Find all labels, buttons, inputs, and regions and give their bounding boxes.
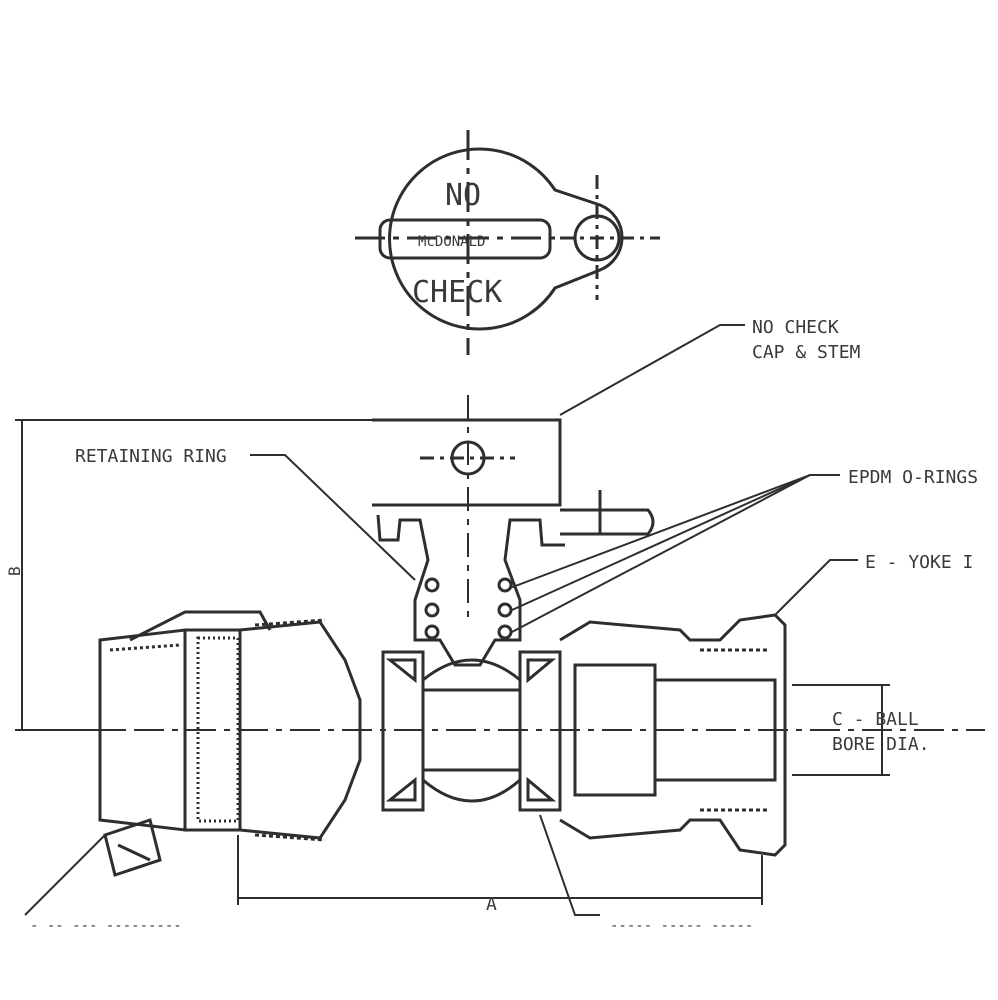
dimension-a-label: A (486, 894, 497, 915)
callout-bottom-right-partial: ----- ----- ----- (610, 918, 753, 934)
callout-retaining-ring: RETAINING RING (75, 446, 227, 467)
callout-ball-bore-line2: BORE DIA. (832, 734, 930, 755)
top-view (355, 130, 660, 355)
callout-ball-bore-line1: C - BALL (832, 709, 919, 730)
section-view (15, 324, 985, 916)
top-view-label-check: CHECK (412, 275, 502, 310)
callout-no-check-line2: CAP & STEM (752, 342, 861, 363)
handle-brand-text: McDONALD (418, 234, 485, 250)
top-view-label-no: NO (445, 178, 481, 213)
callout-epdm-o-rings: EPDM O-RINGS (848, 467, 978, 488)
callout-yoke: E - YOKE I (865, 552, 973, 573)
callout-bottom-left-partial: - -- --- --------- (30, 918, 182, 934)
callout-no-check-line1: NO CHECK (752, 317, 839, 338)
dimension-b-label: B (5, 566, 24, 576)
